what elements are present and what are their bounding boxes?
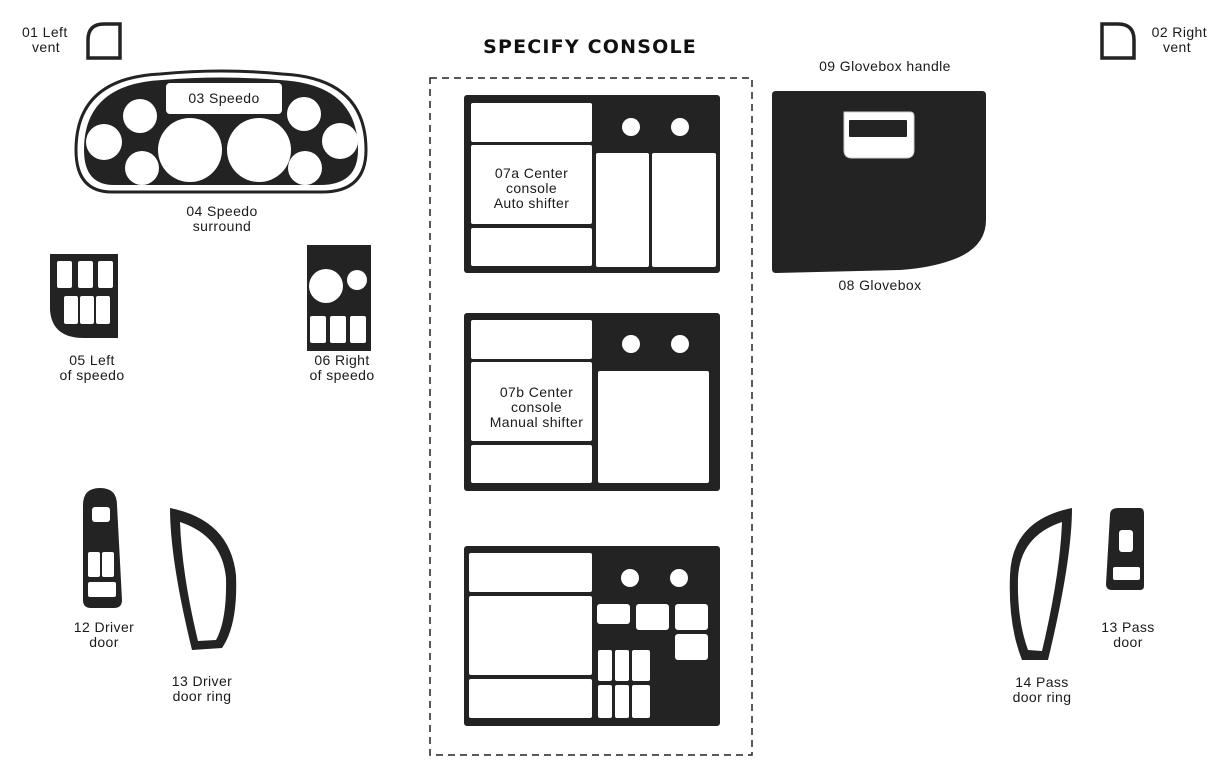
left-vent-label: 01 Left vent: [22, 25, 68, 55]
console-auto-part: [464, 95, 720, 273]
pass-door-part: [1106, 508, 1144, 590]
console-manual-label-line1: 07b Center: [499, 384, 574, 400]
right-vent-label-line1: 02 Right: [1151, 24, 1207, 40]
driver-door-ring-label: 13 Driver door ring: [150, 674, 254, 704]
speedo-surround-label: 04 Speedo surround: [160, 204, 284, 234]
console-manual-label-line3: Manual shifter: [489, 414, 584, 430]
right-vent-label: 02 Right vent: [1137, 25, 1207, 55]
pass-door-ring-label-line2: door ring: [1012, 689, 1072, 705]
speedo-surround-label-line2: surround: [192, 218, 252, 234]
left-vent-label-line1: 01 Left: [22, 24, 68, 40]
console-manual-label-line2: console: [510, 399, 563, 415]
pass-door-ring-label-line1: 14 Pass: [1015, 674, 1069, 690]
driver-door-ring-label-line1: 13 Driver: [171, 673, 233, 689]
speedo-panel: [166, 83, 282, 114]
right-of-speedo-label-line1: 06 Right: [314, 352, 370, 368]
driver-door-ring-label-line2: door ring: [172, 688, 232, 704]
glovebox-part: [772, 91, 986, 273]
console-frame: [429, 77, 753, 756]
console-auto-label-line3: Auto shifter: [493, 195, 570, 211]
page-title: SPECIFY CONSOLE: [483, 36, 697, 58]
console-manual-label: 07b Center console Manual shifter: [471, 385, 602, 430]
left-of-speedo-label-line2: of speedo: [59, 367, 125, 383]
left-of-speedo-label-line1: 05 Left: [69, 352, 115, 368]
right-of-speedo-label-line2: of speedo: [309, 367, 375, 383]
driver-door-part: [83, 488, 122, 608]
left-vent-part: [86, 22, 122, 60]
driver-door-label-line2: door: [89, 634, 119, 650]
pass-door-ring-part: [1009, 508, 1072, 660]
pass-door-label-line1: 13 Pass: [1101, 619, 1155, 635]
speedo-surround-part: [74, 69, 368, 194]
driver-door-ring-part: [170, 508, 237, 650]
console-auto-label-line1: 07a Center: [494, 165, 569, 181]
right-of-speedo-label: 06 Right of speedo: [290, 353, 394, 383]
console-variant-part: [464, 546, 720, 726]
speedo-label: 03 Speedo: [188, 90, 260, 106]
driver-door-label-line1: 12 Driver: [73, 619, 135, 635]
pass-door-label: 13 Pass door: [1076, 620, 1180, 650]
driver-door-label: 12 Driver door: [54, 620, 154, 650]
right-of-speedo-part: [307, 245, 371, 351]
speedo-surround-label-line1: 04 Speedo: [186, 203, 258, 219]
console-auto-label: 07a Center console Auto shifter: [471, 166, 592, 211]
right-vent-label-line2: vent: [1162, 39, 1191, 55]
pass-door-label-line2: door: [1113, 634, 1143, 650]
glovebox-label: 08 Glovebox: [838, 277, 922, 293]
left-of-speedo-label: 05 Left of speedo: [40, 353, 144, 383]
console-manual-part: [464, 313, 720, 491]
glovebox-handle-label: 09 Glovebox handle: [819, 58, 951, 74]
right-vent-part: [1100, 22, 1136, 60]
left-vent-label-line2: vent: [32, 39, 61, 55]
console-auto-label-line2: console: [505, 180, 558, 196]
left-of-speedo-part: [50, 254, 118, 338]
pass-door-ring-label: 14 Pass door ring: [990, 675, 1094, 705]
